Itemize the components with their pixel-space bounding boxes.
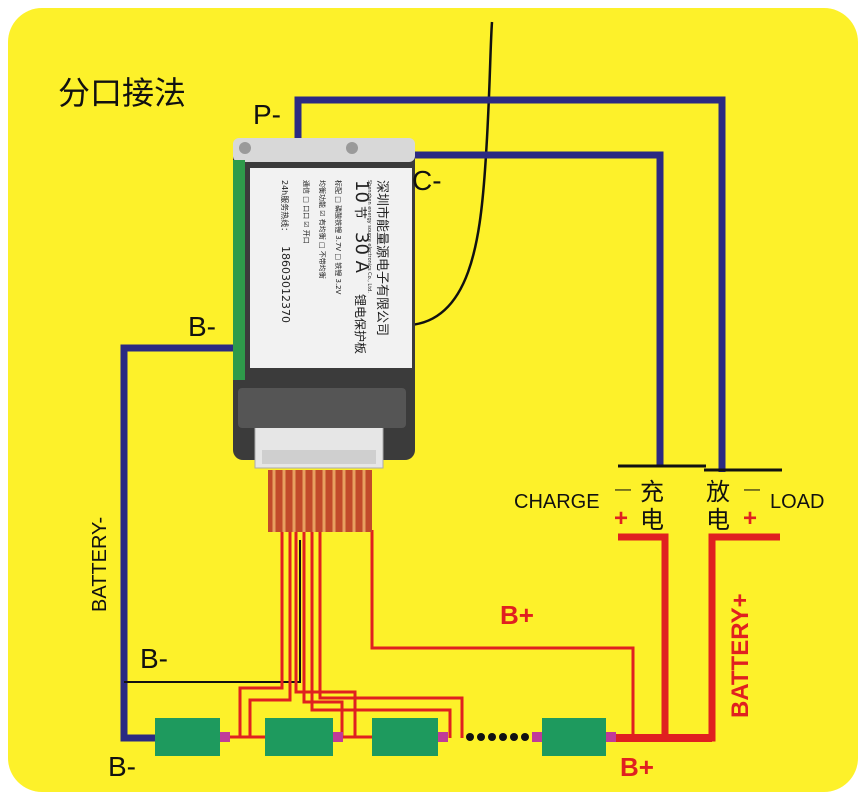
b-minus-top-label: B- xyxy=(188,311,216,342)
b-minus-main-wire xyxy=(120,344,245,742)
cell-3 xyxy=(372,718,438,756)
discharge-cn-1: 放 xyxy=(706,478,730,506)
c-minus-label: C- xyxy=(412,165,442,196)
charge-cn-2: 电 xyxy=(640,506,664,534)
b-minus-mid-label: B- xyxy=(140,643,168,674)
board-lower-plate xyxy=(238,388,406,428)
balance-wire-1 xyxy=(238,530,284,738)
b-plus-sense-wire xyxy=(370,530,635,738)
board-company: 深圳市能量源电子有限公司 xyxy=(374,180,390,336)
ribbon-cable xyxy=(268,470,372,532)
cell-2 xyxy=(265,718,333,756)
charge-label: CHARGE xyxy=(514,491,600,513)
board-sticker-text: 10 节 30 A 锂电保护板 深圳市能量源电子有限公司 Shenzhen en… xyxy=(279,180,390,354)
charge-minus-sign: — xyxy=(615,481,631,498)
diagram-title: 分口接法 xyxy=(58,74,186,112)
charge-plus-sign: + xyxy=(614,505,628,532)
c-minus-wire xyxy=(390,151,664,465)
balance-wire-6 xyxy=(318,530,464,738)
negative-wires xyxy=(120,96,726,742)
balance-wire-4 xyxy=(302,530,344,738)
balance-wire-3 xyxy=(294,530,357,738)
board-current: 30 A xyxy=(351,232,372,274)
yellow-panel xyxy=(8,8,858,792)
b-minus-branch-wire xyxy=(124,540,301,683)
board-options-1: 标配 □ 磷酸铁锂 3.7V □ 铁锂 3.2V xyxy=(334,180,343,295)
cell-1 xyxy=(155,718,220,756)
series-dots xyxy=(466,733,529,741)
load-minus-sign: — xyxy=(744,481,760,498)
p-minus-label: P- xyxy=(253,99,281,130)
board-options-3: 通信 □ 口口 ☑ 开口 xyxy=(302,180,311,244)
balance-wire-2 xyxy=(248,530,292,738)
board-hotline: 18603012370 xyxy=(279,246,292,323)
load-label: LOAD xyxy=(770,491,824,513)
b-plus-mid-label: B+ xyxy=(500,600,534,630)
charge-plus-wire xyxy=(618,533,669,738)
balance-wire-5 xyxy=(310,530,452,738)
antenna-wire xyxy=(409,21,494,327)
charge-cn-1: 充 xyxy=(640,478,664,506)
board-product: 锂电保护板 xyxy=(353,294,368,354)
board-unit: 节 xyxy=(352,206,367,219)
battery-plus-label: BATTERY+ xyxy=(727,593,754,718)
board-count: 10 xyxy=(351,180,372,203)
battery-minus-label: BATTERY- xyxy=(89,517,111,612)
board-top-strip xyxy=(233,138,415,162)
positive-wires xyxy=(238,530,780,742)
board-hotline-label: 24h服务热线： xyxy=(280,180,290,235)
battery-cells xyxy=(155,718,616,756)
board-options-2: 均衡功能 ☑ 有均衡 □ 不带均衡 xyxy=(318,180,327,279)
p-minus-wire xyxy=(294,96,726,472)
load-plus-sign: + xyxy=(743,505,757,532)
board-company-en: Shenzhen energy source electronics Co., … xyxy=(366,180,372,293)
discharge-cn-2: 电 xyxy=(706,506,730,534)
cell-n xyxy=(542,718,606,756)
board-label-sticker xyxy=(250,168,412,368)
b-plus-bottom-label: B+ xyxy=(620,752,654,782)
board-green-edge xyxy=(233,160,245,380)
load-plus-wire xyxy=(610,533,780,742)
b-minus-bottom-label: B- xyxy=(108,751,136,782)
bms-board xyxy=(233,138,415,469)
